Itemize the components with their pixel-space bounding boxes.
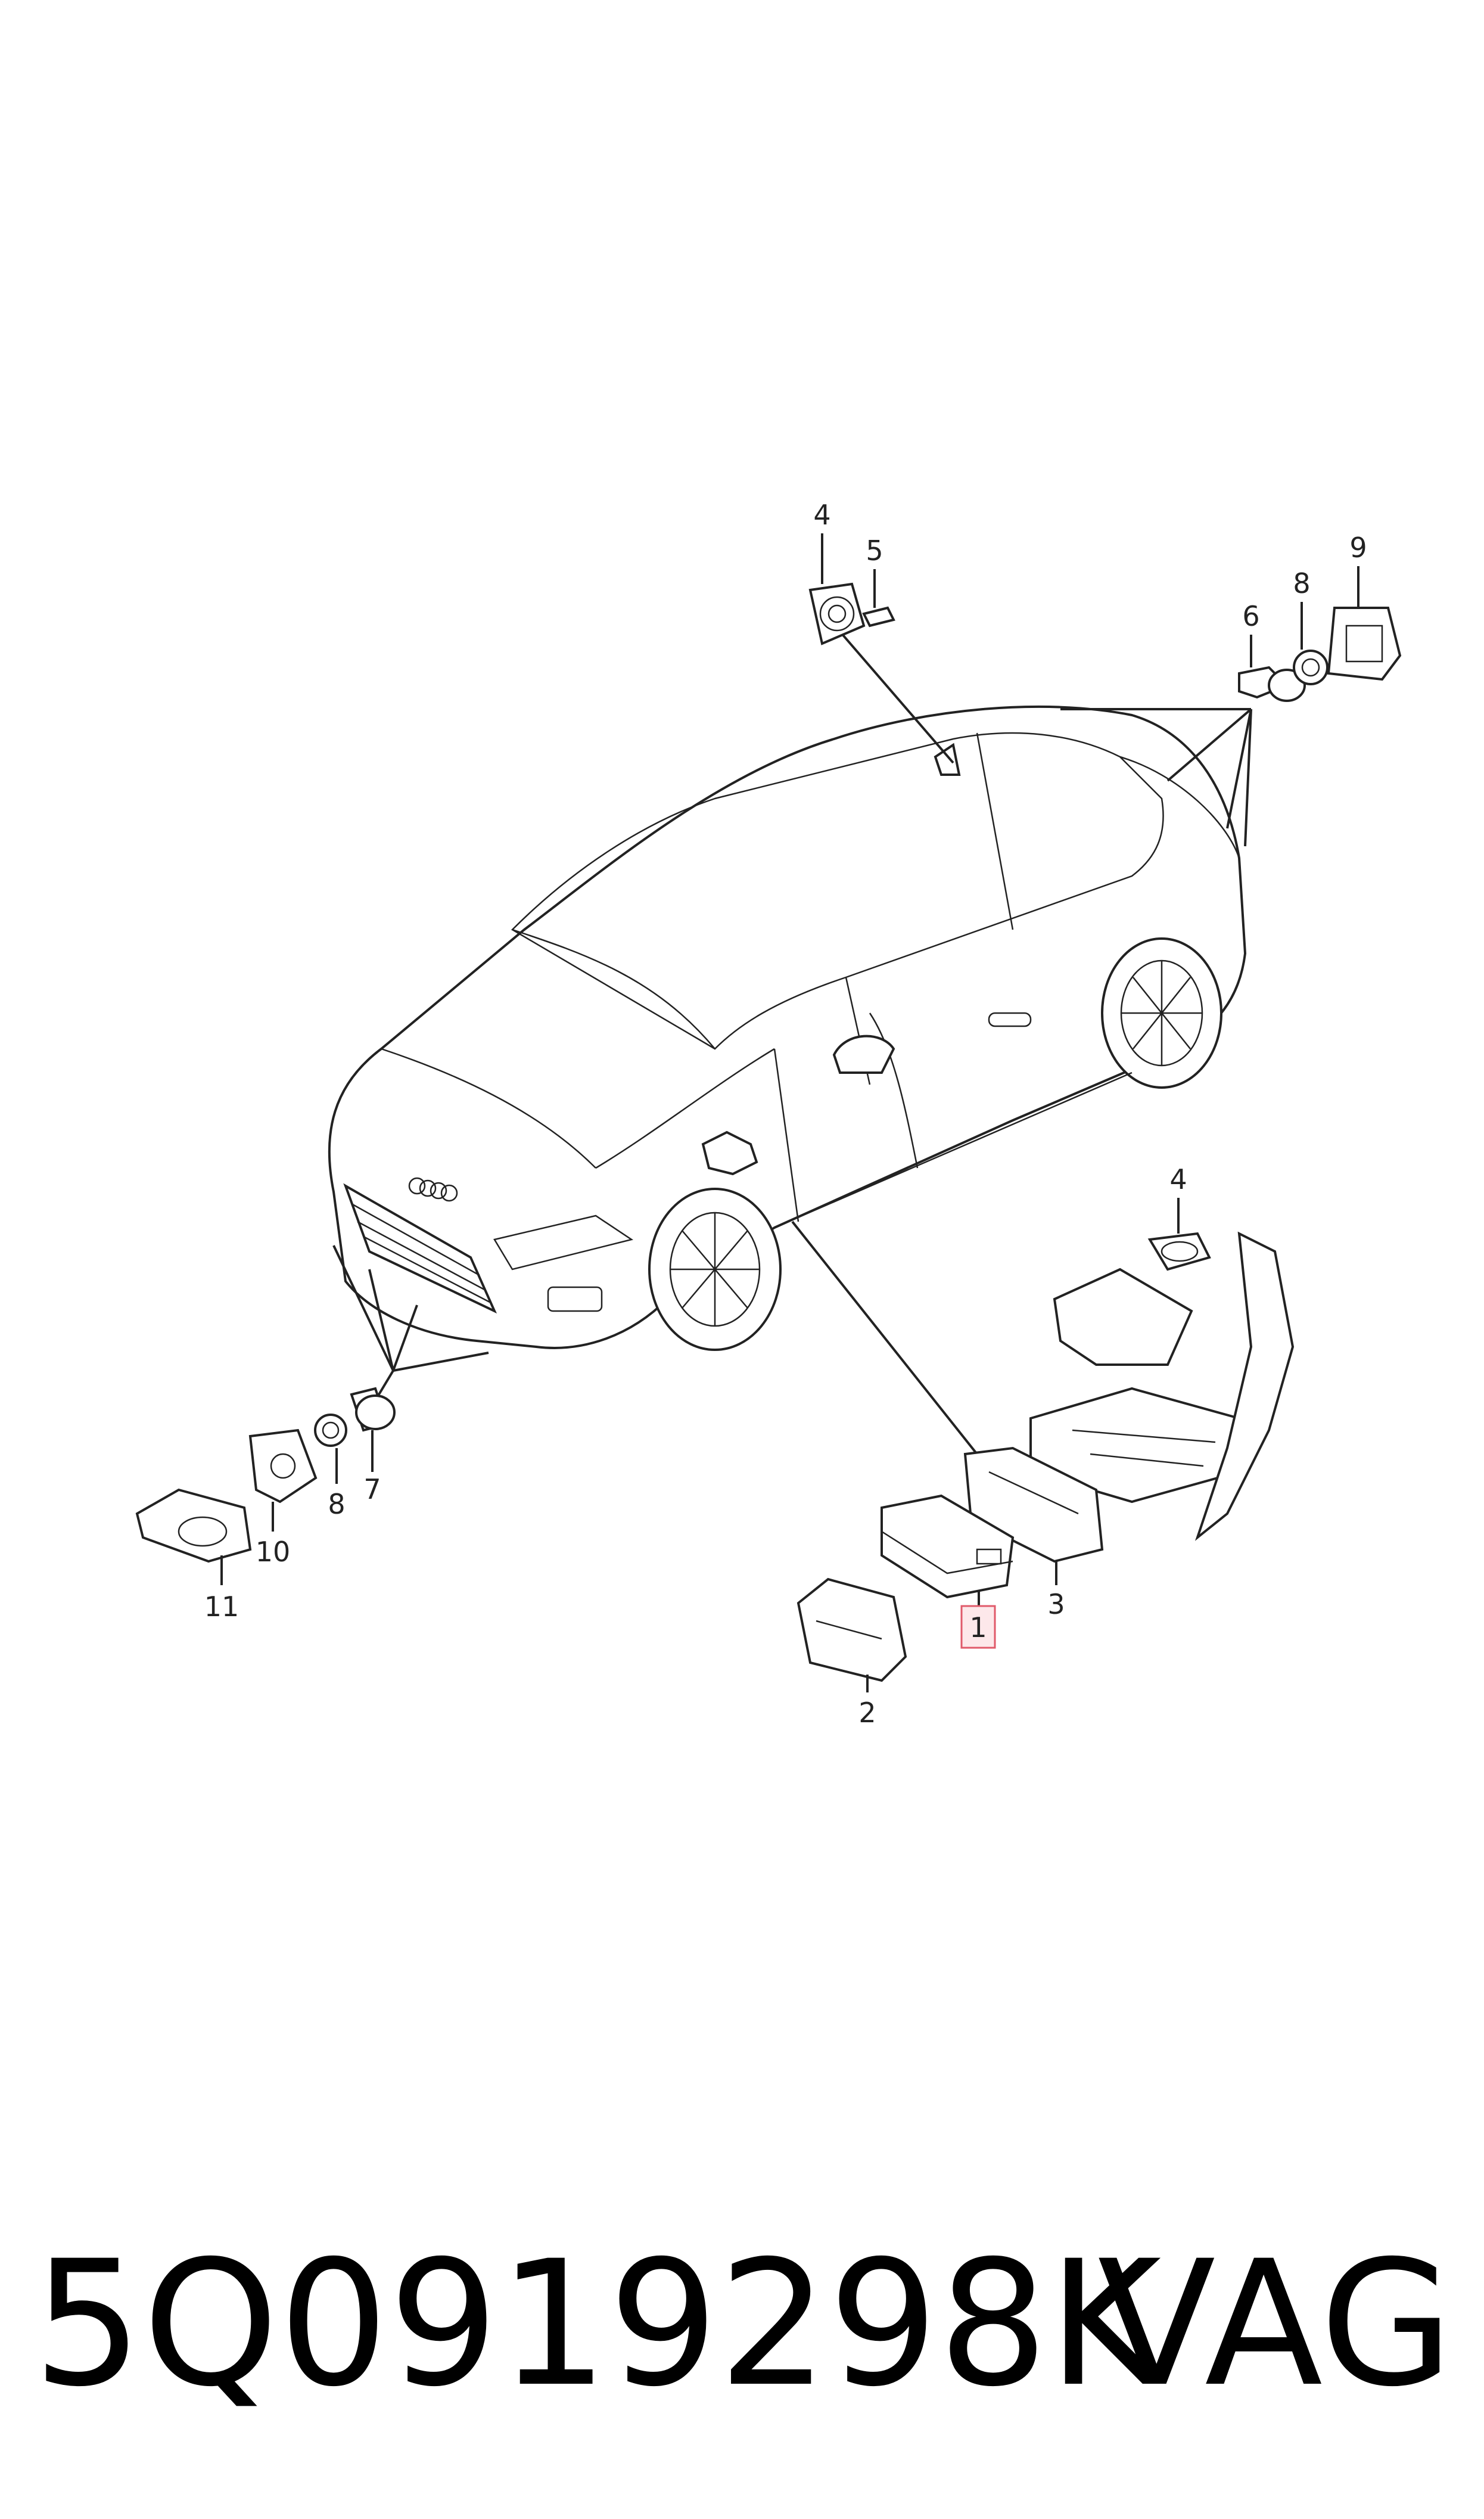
callout-8-right: 8 (1293, 567, 1310, 600)
part-8-ring-rear (1293, 650, 1329, 685)
part-10-holder (248, 1428, 318, 1504)
part-8-ring-front (314, 1414, 347, 1447)
callout-11: 11 (204, 1591, 239, 1623)
part-11-bracket-front (135, 1488, 252, 1563)
part-1-control-module (881, 1494, 1015, 1599)
part-number: 5Q0919298K (33, 2224, 1167, 2425)
callout-4-bottom: 4 (1169, 1163, 1187, 1195)
callout-1: 1 (969, 1611, 987, 1644)
highlight-box-part-1 (960, 1605, 996, 1649)
footer: 5Q0919298K VAG (33, 2224, 1454, 2425)
pointer-lines (332, 630, 1252, 1455)
brand-rings-logo (408, 1177, 458, 1202)
part-7-sensor-front (350, 1387, 396, 1432)
callout-4-top: 4 (813, 499, 830, 531)
callout-9: 9 (1349, 532, 1367, 564)
part-9-bracket-rear (1327, 607, 1402, 681)
mount-bracket-assembly (1029, 1231, 1295, 1541)
callout-8-left: 8 (328, 1488, 345, 1520)
part-4-speaker-bottom (1147, 1232, 1211, 1271)
brand-name: VAG (1097, 2224, 1454, 2425)
part-4-speaker-top (808, 582, 866, 645)
callout-labels: 1 2 3 4 4 5 6 7 8 8 9 10 11 (204, 499, 1367, 1729)
part-5-screw (862, 606, 895, 628)
callout-3: 3 (1047, 1588, 1065, 1620)
car-illustration (328, 705, 1247, 1351)
callout-2: 2 (858, 1697, 876, 1729)
callout-5: 5 (866, 535, 883, 567)
callout-6: 6 (1242, 600, 1259, 632)
part-2-bracket (797, 1577, 907, 1682)
callout-7: 7 (363, 1473, 381, 1505)
callout-10: 10 (256, 1536, 291, 1568)
part-6-sensor-rear (1238, 666, 1306, 702)
